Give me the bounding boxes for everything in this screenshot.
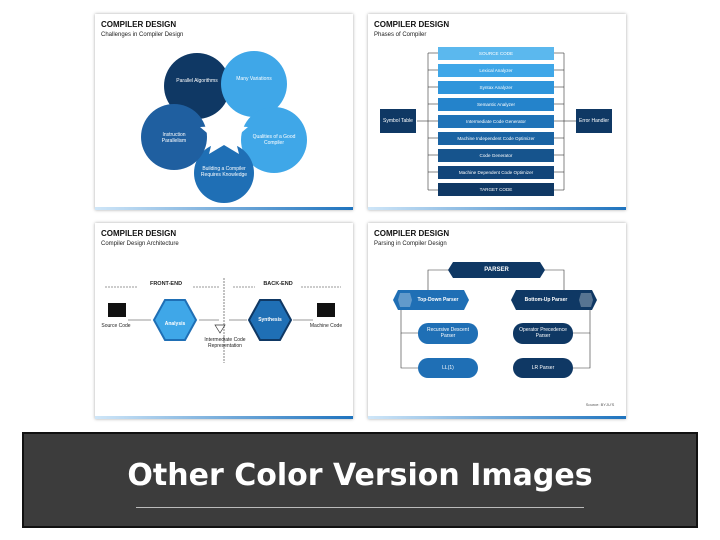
phase-source-code: SOURCE CODE (438, 47, 554, 60)
slide-architecture[interactable]: COMPILER DESIGN Compiler Design Architec… (95, 223, 353, 419)
center-star (200, 109, 248, 154)
back-end-label: BACK-END (263, 281, 293, 287)
ll1-label: LL(1) (442, 365, 454, 371)
petal-label: Qualities of a Good Compiler (252, 134, 296, 146)
phase-connectors (417, 52, 576, 191)
petal-many-variations (221, 51, 287, 117)
analysis-label: Analysis (164, 321, 186, 327)
computer-icon (108, 303, 126, 317)
slide-subtitle: Challenges in Compiler Design (101, 32, 184, 38)
intermediate-label: Intermediate Code Representation (204, 337, 246, 349)
operator-label: Operator Precedence Parser (519, 327, 567, 339)
source-code-label: Source Code (101, 323, 131, 329)
top-down-label: Top-Down Parser (417, 297, 459, 303)
recursive-label: Recursive Descent Parser (427, 327, 469, 339)
slide-accent-bar (95, 207, 353, 210)
slide-phases[interactable]: COMPILER DESIGN Phases of Compiler SOURC… (368, 14, 626, 210)
machine-code-label: Machine Code (309, 323, 343, 329)
petal-qualities (241, 107, 307, 173)
slide-challenges[interactable]: COMPILER DESIGN Challenges in Compiler D… (95, 14, 353, 210)
slide-parsing[interactable]: COMPILER DESIGN Parsing in Compiler Desi… (368, 223, 626, 419)
petal-label: Many Variations (236, 76, 272, 82)
front-end-label: FRONT-END (149, 281, 183, 287)
slide-title: COMPILER DESIGN (374, 229, 450, 238)
petal-parallel-algorithms (164, 53, 230, 119)
banner: Other Color Version Images (22, 432, 698, 528)
banner-title: Other Color Version Images (127, 458, 593, 493)
error-handler-box: Error Handler (576, 109, 612, 133)
slide-subtitle: Parsing in Compiler Design (374, 241, 447, 247)
phase-target-code: TARGET CODE (438, 183, 554, 196)
symbol-table-box: Symbol Table (380, 109, 416, 133)
slide-accent-bar (368, 416, 626, 419)
phase-intermediate: Intermediate Code Generator (438, 115, 554, 128)
slide-accent-bar (368, 207, 626, 210)
slide-title: COMPILER DESIGN (101, 229, 177, 238)
banner-divider (136, 507, 584, 508)
slide-title: COMPILER DESIGN (101, 20, 177, 29)
petal-building (194, 143, 254, 203)
synthesis-label: Synthesis (258, 317, 282, 323)
phase-md-optimizer: Machine Dependent Code Optimizer (438, 166, 554, 179)
petal-label: Parallel Algorithms (176, 78, 218, 84)
slide-title: COMPILER DESIGN (374, 20, 450, 29)
slide-subtitle: Phases of Compiler (374, 32, 427, 38)
lr-label: LR Parser (531, 365, 555, 371)
petal-label: Instruction Parallelism (161, 132, 187, 144)
petal-instruction-parallelism (141, 104, 207, 170)
petal-label: Building a Compiler Requires Knowledge (200, 166, 248, 178)
architecture-diagram (105, 278, 341, 363)
petal-diagram (141, 51, 307, 203)
phase-semantic: Semantic Analyzer (438, 98, 554, 111)
slide-accent-bar (95, 416, 353, 419)
source-note: Source: BYJU'S (585, 402, 615, 407)
bottom-up-label: Bottom-Up Parser (524, 297, 568, 303)
computer-icon (317, 303, 335, 317)
parser-label: PARSER (484, 267, 509, 273)
phase-code-generator: Code Generator (438, 149, 554, 162)
phase-mi-optimizer: Machine Independent Code Optimizer (438, 132, 554, 145)
parsing-tree (393, 262, 597, 378)
phase-syntax: Syntax Analyzer (438, 81, 554, 94)
slide-subtitle: Compiler Design Architecture (101, 241, 179, 247)
phase-lexical: Lexical Analyzer (438, 64, 554, 77)
